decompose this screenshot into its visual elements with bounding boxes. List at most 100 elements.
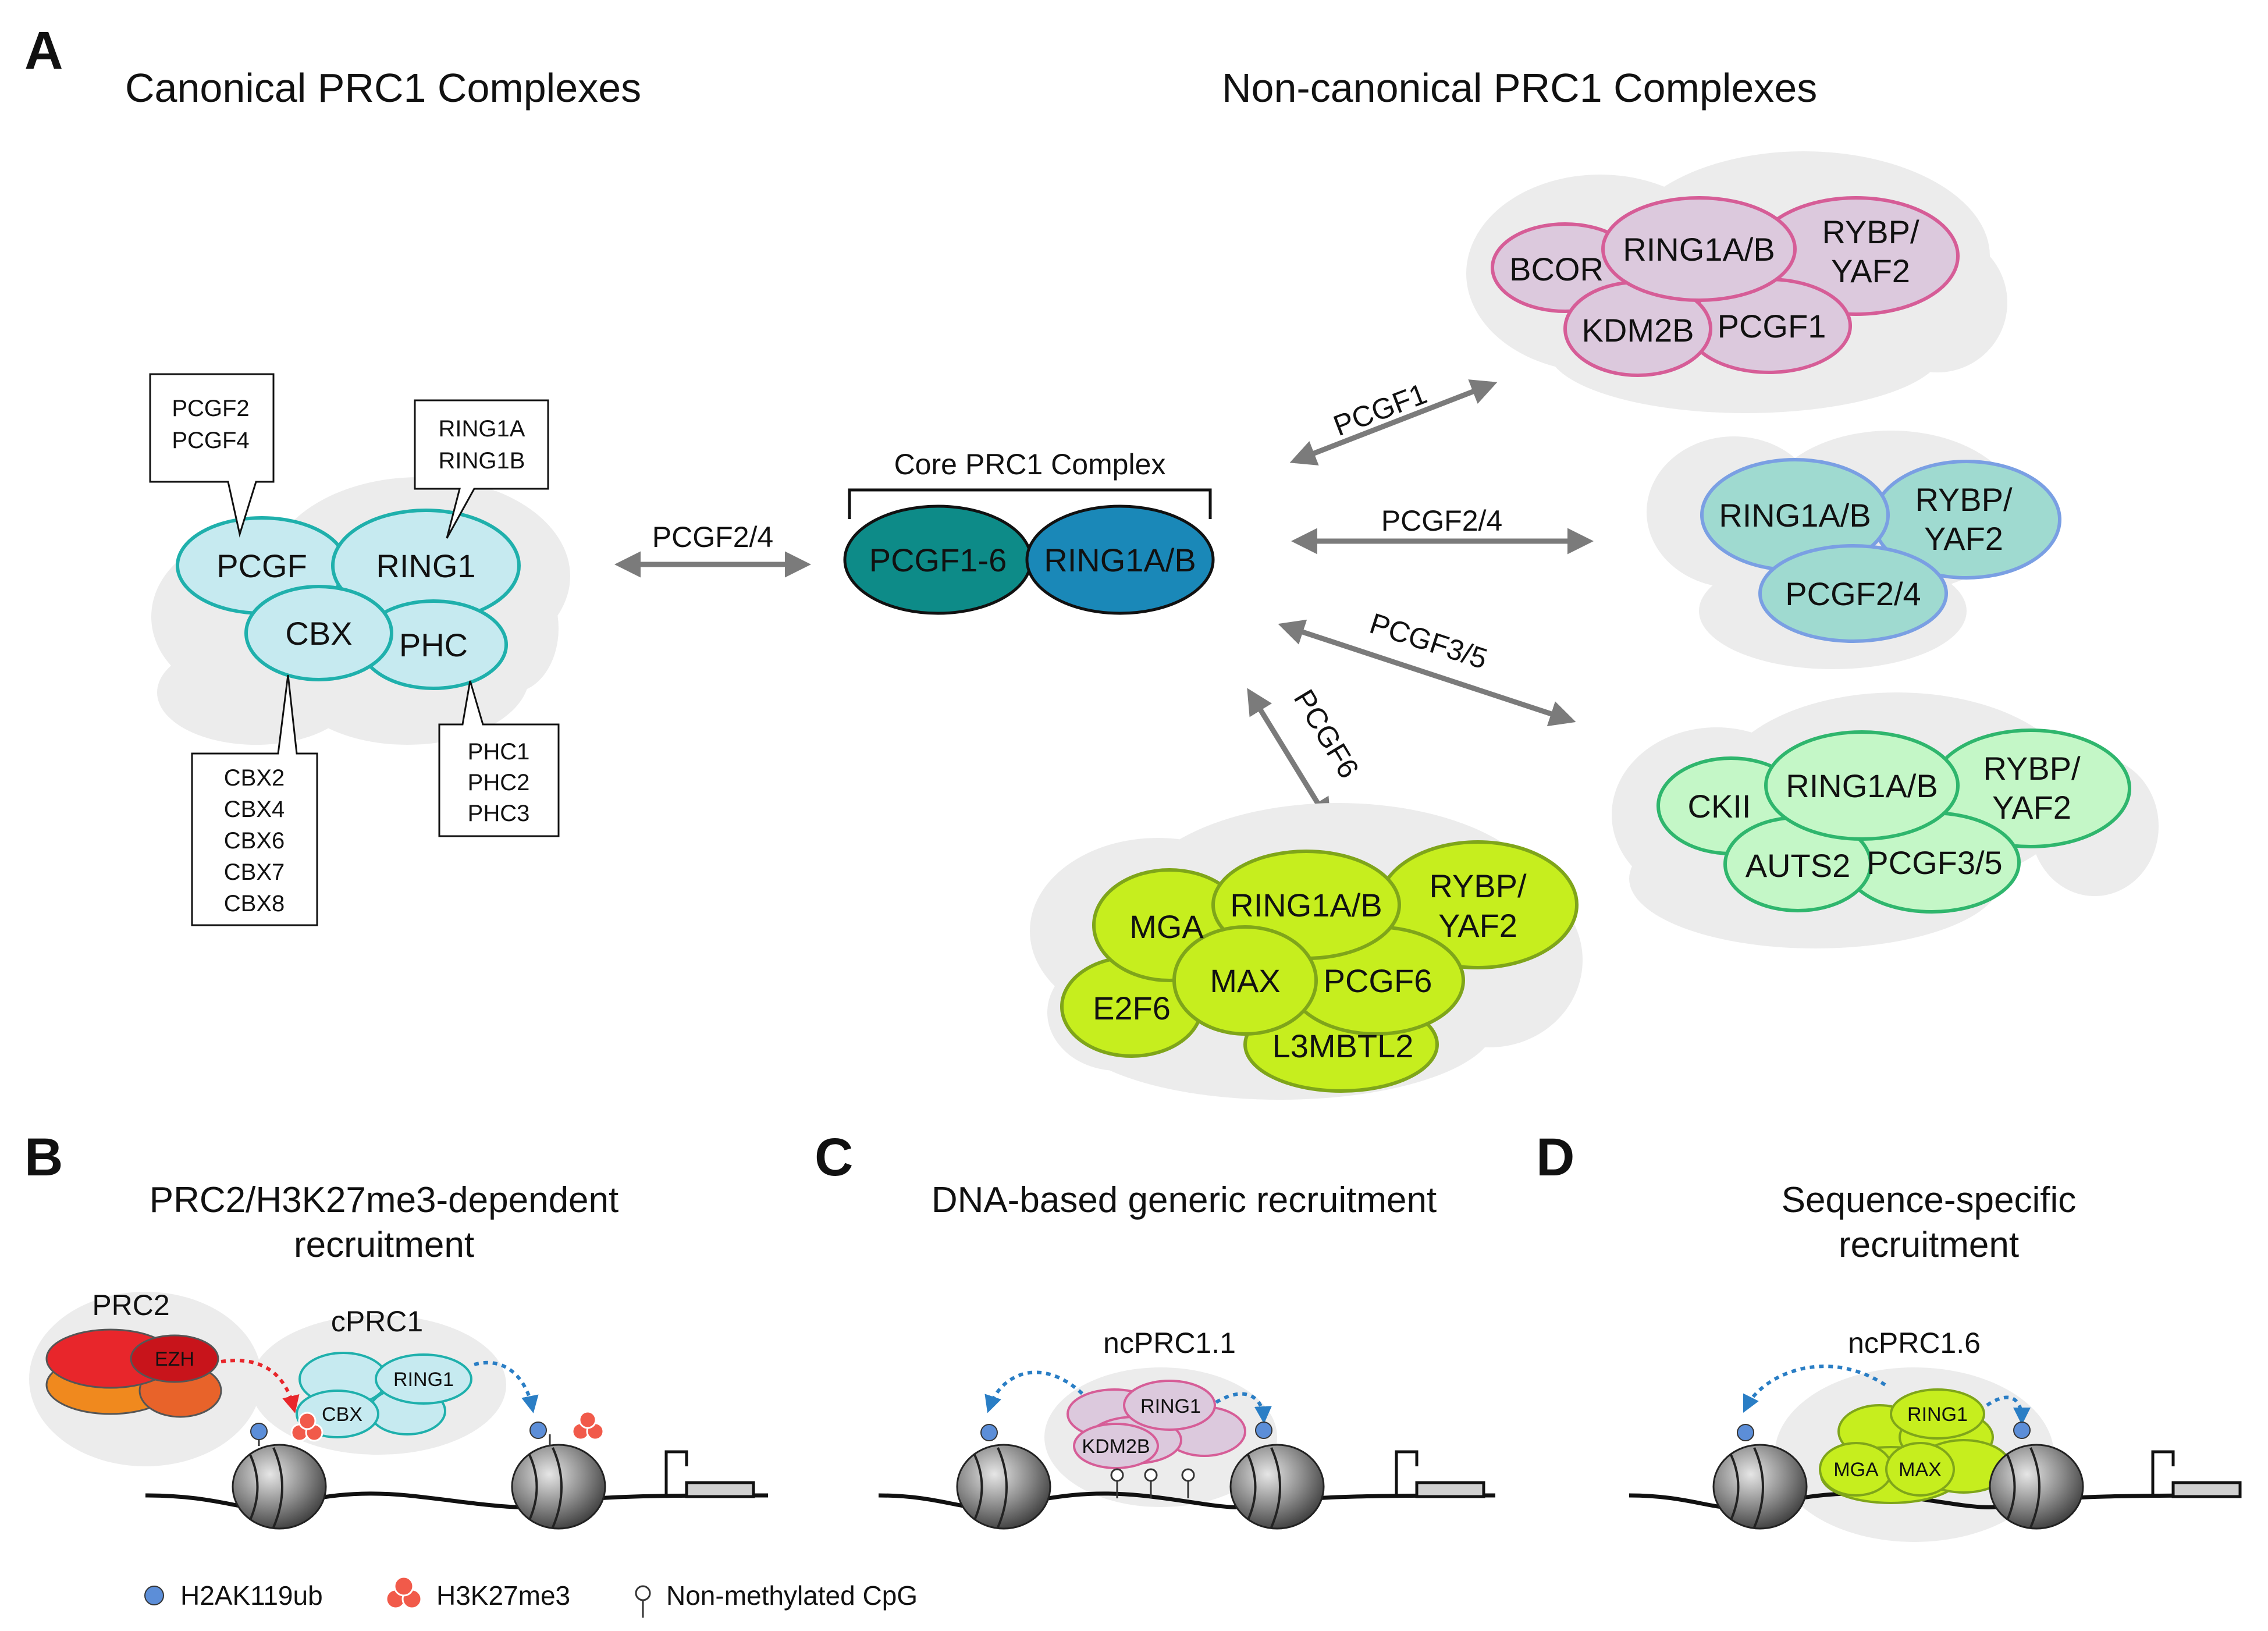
c-h2a-marks [980,1422,1272,1441]
callout-ring1 [414,399,549,539]
nc24-rybp-label1: RYBP/ [1915,481,2012,518]
legend-h3-icon [385,1576,422,1609]
d-max-label: MAX [1899,1459,1942,1481]
cprc1-dashed-arrow [474,1360,539,1413]
core-left-label: PCGF1-6 [869,542,1007,578]
callout-pcgf-line2: PCGF4 [172,428,249,453]
legend-h3: H3K27me3 [436,1580,570,1611]
arrow-pcgf6 [1247,688,1331,825]
callout-pcgf-line1: PCGF2 [172,396,249,421]
c-dashed-arrow-left [984,1370,1084,1413]
c-ring1-label: RING1 [1140,1395,1201,1417]
d-ring1-label: RING1 [1907,1403,1968,1426]
ncprc1-1-mini [1067,1380,1246,1469]
nc6-rybp-label1: RYBP/ [1429,868,1526,904]
core-bracket [848,488,1212,519]
cprc1-label: cPRC1 [331,1305,423,1338]
nc11-kdm2b-label: KDM2B [1582,312,1694,349]
d-dashed-arrow-right [1986,1395,2031,1425]
nc35-auts2-label: AUTS2 [1746,847,1851,884]
d-nucleosome-1 [1712,1444,1808,1530]
nc24-rybp-label2: YAF2 [1924,520,2003,557]
nc35-rybp-label1: RYBP/ [1983,750,2080,787]
c-kdm2b-label: KDM2B [1082,1435,1150,1458]
arrow-pcgf1-label: PCGF1 [1329,377,1431,442]
nc35-rybp-label2: YAF2 [1992,789,2071,826]
b-nucleosome-1 [232,1444,327,1530]
nc6-pcgf6-label: PCGF6 [1324,962,1432,999]
cbx-label: CBX [285,615,352,652]
ncprc1-1-complex: BCOR RING1A/B RYBP/ YAF2 KDM2B PCGF1 [1466,151,2007,413]
panel-letter-c: C [815,1128,853,1187]
nc6-rybp-label2: YAF2 [1438,907,1517,944]
core-right-label: RING1A/B [1044,542,1196,578]
panel-letter-b: B [24,1128,63,1187]
arrow-pcgf35-label: PCGF3/5 [1366,607,1491,676]
arrow-pcgf35 [1278,619,1576,727]
c-promoter [1395,1450,1485,1498]
panel-letter-a: A [24,21,63,80]
c-nucleosome-1 [956,1444,1051,1530]
panel-d-title-line1: Sequence-specific [1782,1180,2077,1220]
b-nucleosome-2 [511,1444,606,1530]
b-h2a-marks [250,1422,551,1446]
nc6-mga-label: MGA [1129,908,1204,945]
callout-ring1-line2: RING1B [439,448,525,474]
callout-phc [438,680,560,837]
prc2-complex: EZH [45,1328,222,1418]
c-dashed-arrow-right [1215,1392,1272,1424]
nc11-ring1 [1601,196,1797,302]
nc11-rybp-label1: RYBP/ [1822,214,1919,250]
callout-phc-line3: PHC3 [468,801,530,826]
d-mga-label: MGA [1833,1459,1879,1481]
b-cbx-label: CBX [322,1403,362,1426]
b-ring1-label: RING1 [393,1369,454,1391]
canonical-complex: PCGF RING1 CBX PHC PCGF2 PCGF4 RING1A RI… [149,373,570,926]
nc11-pcgf1-label: PCGF1 [1718,308,1826,344]
nc24-ring1-label: RING1A/B [1719,497,1871,534]
d-dashed-arrow-left [1743,1365,1886,1413]
c-cpg-marks [1110,1468,1195,1498]
b-h3-marks [290,1410,605,1442]
cprc1-complex [296,1352,472,1438]
nc35-pcgf-label: PCGF3/5 [1867,844,2002,881]
cbx-subunit [244,585,393,681]
noncanonical-title: Non-canonical PRC1 Complexes [1222,65,1817,111]
panel-c-title: DNA-based generic recruitment [932,1180,1437,1220]
nc11-rybp-label2: YAF2 [1831,253,1910,289]
nc35-ring1 [1764,730,1960,841]
core-arrows [1247,379,1594,825]
arrow-canonical-core: PCGF2/4 [614,521,811,578]
ncprc1-6-complex: MGA RING1A/B RYBP/ YAF2 E2F6 MAX PCGF6 L… [1030,803,1583,1100]
nc24-pcgf-label: PCGF2/4 [1785,575,1921,612]
phc-label: PHC [399,627,468,663]
callout-cbx-line5: CBX8 [224,891,285,916]
callout-pcgf [149,373,275,538]
callout-phc-line1: PHC1 [468,739,530,765]
ncprc1-24-complex: RING1A/B RYBP/ YAF2 PCGF2/4 [1647,431,2061,669]
legend-h2a-icon [144,1586,164,1605]
ncprc1-35-complex: CKII RING1A/B RYBP/ YAF2 AUTS2 PCGF3/5 [1612,692,2159,948]
nc35-ckii-label: CKII [1688,788,1751,825]
nc6-ring1-label: RING1A/B [1230,887,1382,923]
c-nucleosome-2 [1229,1444,1325,1530]
d-promoter [2151,1450,2242,1498]
arrow-canonical-label: PCGF2/4 [652,521,773,553]
panel-letter-d: D [1536,1128,1574,1187]
ncprc1-6-mini [1819,1388,2011,1504]
core-complex: Core PRC1 Complex PCGF1-6 RING1A/B [843,448,1215,615]
legend: H2AK119ub H3K27me3 Non-methylated CpG [144,1576,918,1618]
panel-b-title-line1: PRC2/H3K27me3-dependent [150,1180,619,1220]
nc35-ring1-label: RING1A/B [1786,767,1938,804]
nc6-max-label: MAX [1210,962,1280,999]
callout-cbx-line3: CBX6 [224,828,285,854]
callout-cbx [191,674,318,926]
callout-phc-line2: PHC2 [468,770,530,795]
prc2-label: PRC2 [92,1289,169,1321]
d-complex-label: ncPRC1.6 [1848,1327,1981,1359]
d-h2a-marks [1737,1422,2031,1441]
callout-cbx-line4: CBX7 [224,859,285,885]
b-promoter [664,1450,755,1498]
